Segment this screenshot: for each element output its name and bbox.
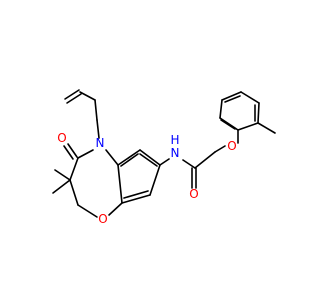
- bond-carbonyl-cquat: [69, 157, 79, 181]
- bond-tolyl-3-inner: [224, 95, 241, 103]
- bond-tolyl-methyl: [257, 122, 276, 134]
- bond-benzo-5: [117, 149, 141, 166]
- bond-methyl-a: [52, 179, 71, 194]
- bond-ch2-o-phenoxy: [214, 145, 226, 153]
- bond-benzo-5-inner: [120, 153, 139, 167]
- bond-aryl-nh: [159, 158, 170, 166]
- bond-tolyl-1: [219, 117, 239, 131]
- bond-tolyl-5: [257, 102, 260, 124]
- bond-benzo-4-inner: [139, 153, 158, 167]
- atom-label-ring-n: N: [96, 136, 105, 150]
- bond-tolyl-3: [221, 91, 242, 101]
- molecule-canvas: O N O N H O O: [52, 89, 276, 226]
- atom-label-amide-o: O: [189, 187, 198, 201]
- bond-tolyl-2: [219, 99, 223, 119]
- structure-diagram: O N O N H O O: [52, 89, 276, 226]
- atom-label-ether-o: O: [98, 212, 107, 226]
- atom-labels-layer: O N O N H O O: [57, 131, 236, 226]
- bond-allyl-ch2: [94, 99, 98, 121]
- bond-benzo-2: [121, 194, 151, 204]
- bond-nh-carbonyl: [182, 159, 196, 169]
- bond-tolyl-4: [240, 91, 260, 104]
- bond-benzo-2-inner: [123, 190, 149, 199]
- bond-tolyl-6: [237, 122, 259, 131]
- bond-o-ether-aryl: [108, 202, 123, 216]
- bond-allyl-terminal-double: [64, 89, 82, 104]
- bond-carbonyl-double: [63, 143, 78, 160]
- bond-amide-double: [191, 167, 197, 189]
- bond-allyl-vinyl: [79, 91, 96, 101]
- bonds-layer: [52, 89, 276, 218]
- bond-cquat-ch2: [69, 179, 79, 206]
- bond-benzo-3: [149, 164, 161, 196]
- atom-label-carbonyl-o: O: [57, 131, 66, 145]
- bond-n-carbonyl-c: [77, 149, 94, 159]
- bond-methyl-b: [54, 169, 71, 181]
- atom-label-amide-h: H: [170, 133, 179, 147]
- atom-label-amide-n: N: [171, 146, 180, 160]
- bond-ch2-o-ether: [77, 204, 98, 218]
- bond-n-aryl: [105, 149, 119, 166]
- atom-label-phenoxy-o: O: [227, 139, 236, 153]
- bond-carbonyl-ch2: [194, 151, 216, 169]
- bond-benzo-4: [139, 149, 161, 166]
- bond-ch2-n: [96, 119, 100, 139]
- bond-benzo-1: [117, 164, 123, 204]
- bond-tolyl-1-inner: [220, 119, 236, 130]
